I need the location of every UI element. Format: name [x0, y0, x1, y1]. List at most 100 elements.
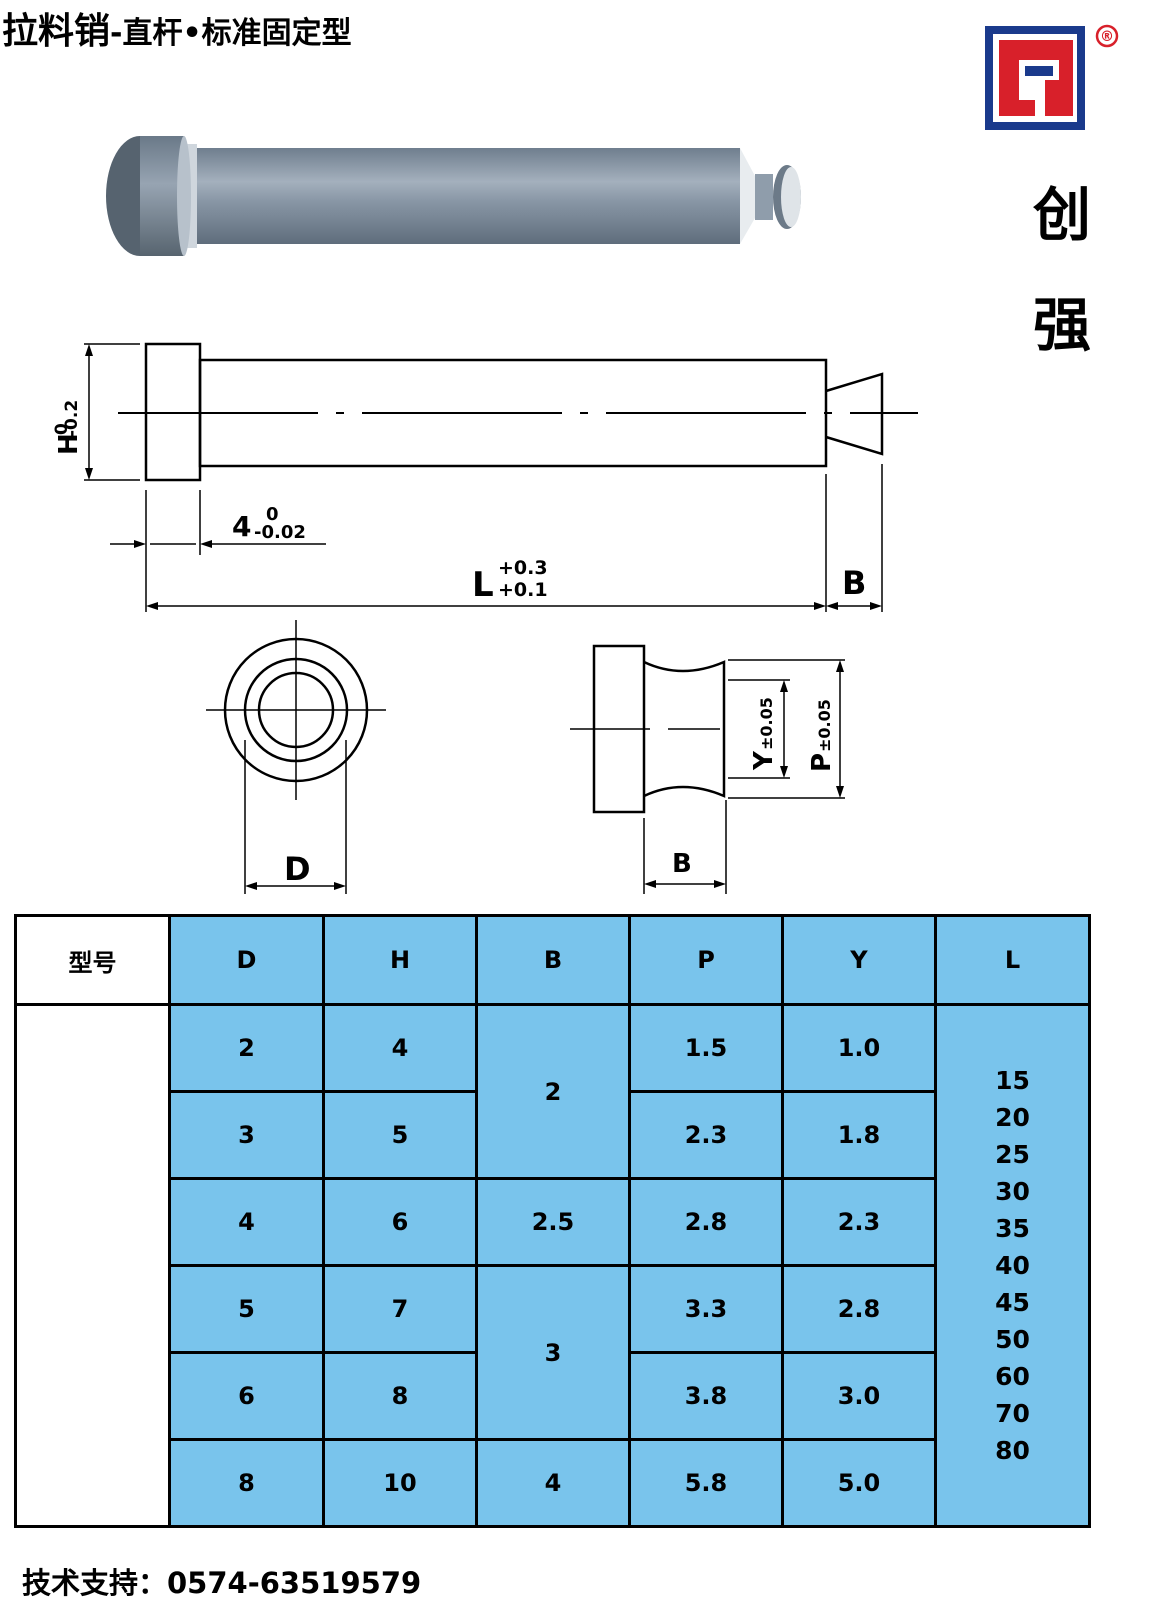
registered-icon — [1095, 24, 1119, 48]
pin-shaft — [195, 148, 740, 244]
cell-h: 8 — [322, 1351, 478, 1441]
h-dim-arrows — [85, 344, 93, 480]
cell-d: 6 — [168, 1351, 325, 1441]
side-view-tip — [825, 372, 884, 456]
head-arrow-right — [200, 540, 212, 548]
model-cell — [14, 1003, 171, 1528]
title-main: 拉料销 — [2, 11, 111, 52]
table-header-row: 型号 D H B P Y L — [14, 914, 1091, 1006]
table-row: 2 4 2 1.5 1.0 15 20 25 30 35 40 45 50 60… — [14, 1003, 1091, 1528]
end-view-middle — [243, 657, 349, 763]
cell-b: 2 — [475, 1003, 631, 1180]
cell-p: 2.3 — [628, 1090, 784, 1180]
p-tol: ±0.05 — [815, 699, 834, 752]
l-tol-lower: +0.1 — [498, 579, 548, 601]
cell-h: 5 — [322, 1090, 478, 1180]
cell-h: 4 — [322, 1003, 478, 1093]
l-value: 15 — [995, 1066, 1030, 1095]
l-value: 70 — [995, 1399, 1030, 1428]
b-label: B — [842, 564, 866, 602]
b2-label: B — [672, 849, 692, 879]
cell-y: 1.0 — [781, 1003, 937, 1093]
table-row: 8 10 4 5.8 5.0 — [16, 1438, 1090, 1528]
l-value: 80 — [995, 1436, 1030, 1465]
pin-head — [140, 136, 184, 256]
side-view — [144, 342, 884, 482]
head-arrow-left — [134, 540, 146, 548]
title-subtitle: -直杆•标准固定型 — [110, 16, 352, 51]
cell-d: 2 — [168, 1003, 325, 1093]
support-phone: 技术支持：0574-63519579 — [22, 1566, 422, 1600]
cell-p: 3.8 — [628, 1351, 784, 1441]
header-b: B — [475, 914, 631, 1006]
l-tol-upper: +0.3 — [498, 557, 548, 579]
header-p: P — [628, 914, 784, 1006]
y-dim-label: Y ±0.05 — [749, 697, 779, 771]
d-label: D — [284, 850, 311, 888]
pin-groove — [755, 174, 773, 220]
cell-b: 3 — [475, 1264, 631, 1441]
end-view-inner — [257, 671, 335, 749]
brand-char-2: 强 — [1032, 291, 1091, 359]
cell-d: 8 — [168, 1438, 325, 1528]
head-label: 4 — [232, 510, 251, 543]
l-value: 30 — [995, 1177, 1030, 1206]
pin-tip-face — [781, 167, 801, 227]
table-row: 5 7 3 3.3 2.8 — [16, 1264, 1090, 1441]
table-row: 4 6 2.5 2.8 2.3 — [16, 1177, 1090, 1267]
pin-head-edge — [177, 136, 191, 256]
cell-h: 6 — [322, 1177, 478, 1267]
page-title: 拉料销-直杆•标准固定型 — [2, 2, 352, 54]
b-dim-arrows — [826, 602, 882, 610]
h-label: H — [54, 433, 84, 455]
l-value: 20 — [995, 1103, 1030, 1132]
end-view — [223, 637, 369, 783]
l-value: 25 — [995, 1140, 1030, 1169]
side-view-head — [144, 342, 202, 482]
cell-b: 4 — [475, 1438, 631, 1528]
y-dim-arrows — [780, 680, 788, 778]
l-value: 50 — [995, 1325, 1030, 1354]
spec-table: 型号 D H B P Y L 2 4 2 1.5 1.0 15 20 25 30… — [14, 914, 1091, 1528]
logo-inner-bar — [1025, 66, 1053, 76]
y-label: Y — [749, 750, 779, 771]
d-dim-arrows — [245, 882, 346, 890]
cell-h: 10 — [322, 1438, 478, 1528]
logo-red-mark — [999, 40, 1073, 116]
l-label: L — [472, 565, 494, 605]
table-row: 3 5 2.3 1.8 — [16, 1090, 1090, 1180]
l-value: 40 — [995, 1251, 1030, 1280]
product-photo — [106, 136, 801, 256]
table-row: 6 8 3.8 3.0 — [16, 1351, 1090, 1441]
head-tol-upper: 0 — [266, 504, 279, 525]
l-value: 60 — [995, 1362, 1030, 1391]
detail-view — [592, 644, 726, 814]
l-value: 45 — [995, 1288, 1030, 1317]
cell-y: 3.0 — [781, 1351, 937, 1441]
cell-p: 3.3 — [628, 1264, 784, 1354]
b2-dim-arrows — [644, 880, 726, 888]
pin-neck — [740, 148, 755, 244]
l-value: 35 — [995, 1214, 1030, 1243]
detail-view-groove — [643, 660, 726, 798]
header-l: L — [934, 914, 1091, 1006]
detail-view-head — [592, 644, 646, 814]
h-tol-lower: -0.2 — [62, 400, 82, 437]
cell-p: 5.8 — [628, 1438, 784, 1528]
cell-p: 2.8 — [628, 1177, 784, 1267]
brand-char-1: 创 — [1032, 181, 1091, 249]
header-h: H — [322, 914, 478, 1006]
header-d: D — [168, 914, 325, 1006]
h-tol-upper: 0 — [52, 423, 72, 435]
cell-y: 2.3 — [781, 1177, 937, 1267]
head-tol-lower: -0.02 — [254, 522, 306, 543]
p-dim-label: P ±0.05 — [807, 699, 837, 772]
brand-logo: ® — [985, 24, 1119, 130]
registered-mark: ® — [1100, 29, 1114, 45]
cell-h: 7 — [322, 1264, 478, 1354]
cell-d: 4 — [168, 1177, 325, 1267]
cell-b: 2.5 — [475, 1177, 631, 1267]
cell-l-values: 15 20 25 30 35 40 45 50 60 70 80 — [934, 1003, 1091, 1528]
cell-y: 5.0 — [781, 1438, 937, 1528]
cell-y: 2.8 — [781, 1264, 937, 1354]
